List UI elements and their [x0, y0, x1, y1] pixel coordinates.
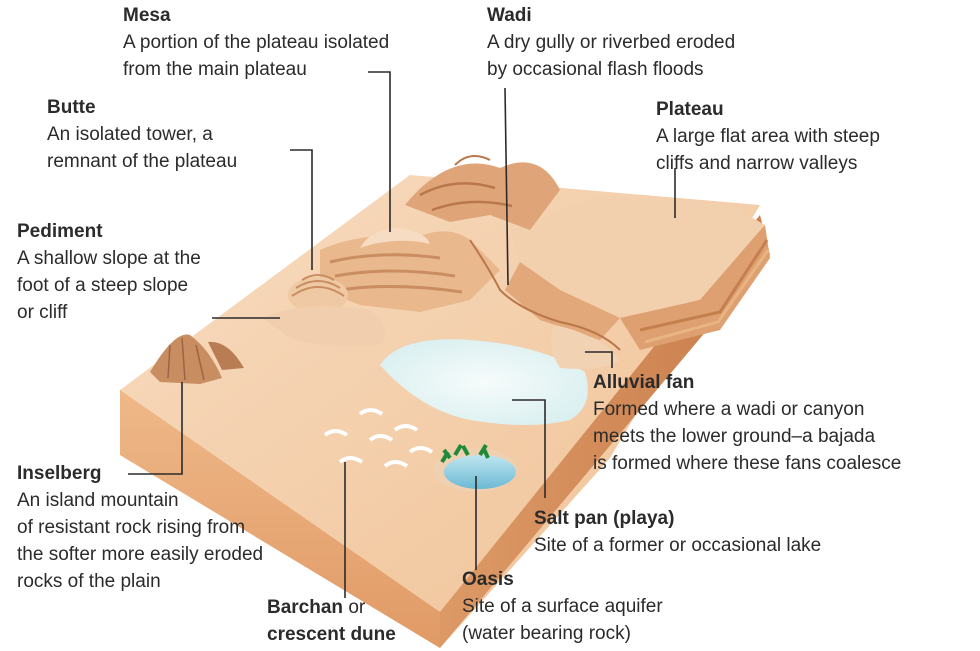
leader-butte: [290, 149, 313, 270]
oasis-title: Oasis: [462, 569, 514, 590]
label-pediment: Pediment A shallow slope at the foot of …: [17, 218, 201, 326]
label-butte: Butte An isolated tower, a remnant of th…: [47, 94, 237, 175]
barchan-dunes: [323, 408, 434, 468]
barchan-line1: Barchan or: [267, 594, 396, 621]
pediment-desc-line1: A shallow slope at the: [17, 248, 201, 269]
oasis-desc-line1: Site of a surface aquifer: [462, 596, 663, 617]
plateau-landform: [505, 195, 770, 350]
mesa-desc-line2: from the main plateau: [123, 59, 307, 80]
label-barchan: Barchan or crescent dune: [267, 594, 396, 648]
label-oasis: Oasis Site of a surface aquifer (water b…: [462, 566, 663, 647]
plateau-desc-line2: cliffs and narrow valleys: [656, 153, 858, 174]
mesa-landform: [320, 228, 500, 312]
plateau-title: Plateau: [656, 99, 724, 120]
alluvial-fan-desc-line1: Formed where a wadi or canyon: [593, 399, 865, 420]
label-mesa: Mesa A portion of the plateau isolated f…: [123, 2, 389, 83]
inselberg-landform: [150, 334, 244, 384]
salt-pan: [380, 339, 588, 425]
label-salt-pan: Salt pan (playa) Site of a former or occ…: [534, 505, 821, 559]
block-front-face: [120, 390, 440, 648]
mesa-title: Mesa: [123, 5, 171, 26]
butte-title: Butte: [47, 97, 96, 118]
pediment-title: Pediment: [17, 221, 103, 242]
alluvial-fan-desc-line3: is formed where these fans coalesce: [593, 453, 902, 474]
inselberg-desc-line4: rocks of the plain: [17, 571, 161, 592]
salt-pan-title: Salt pan (playa): [534, 508, 675, 529]
barchan-title: Barchan: [267, 597, 344, 618]
inselberg-title: Inselberg: [17, 463, 102, 484]
alluvial-fan: [551, 325, 620, 369]
oasis-desc-line2: (water bearing rock): [462, 623, 631, 644]
leader-wadi: [504, 87, 509, 286]
plateau-top: [510, 195, 765, 318]
barchan-connector: or: [348, 597, 366, 618]
butte-desc-line1: An isolated tower, a: [47, 124, 213, 145]
leader-inselberg: [128, 382, 183, 475]
barchan-title2: crescent dune: [267, 624, 396, 645]
plateau-desc-line1: A large flat area with steep: [656, 126, 880, 147]
label-plateau: Plateau A large flat area with steep cli…: [656, 96, 880, 177]
salt-pan-desc-line1: Site of a former or occasional lake: [534, 535, 822, 556]
alluvial-fan-desc-line2: meets the lower ground–a bajada: [593, 426, 876, 447]
pediment-desc-line2: foot of a steep slope: [17, 275, 189, 296]
leader-alluvial-fan: [585, 351, 613, 368]
butte-landform: [288, 274, 348, 313]
inselberg-desc-line2: of resistant rock rising from: [17, 517, 246, 538]
alluvial-fan-title: Alluvial fan: [593, 372, 695, 393]
label-inselberg: Inselberg An island mountain of resistan…: [17, 460, 263, 595]
pediment-slope: [262, 306, 386, 347]
plateau-cliff-strata: [620, 225, 770, 350]
oasis: [433, 443, 517, 492]
wadi-desc-line2: by occasional flash floods: [487, 59, 704, 80]
canyon-rocks: [405, 155, 560, 230]
wadi-channel: [469, 239, 621, 351]
pediment-desc-line3: or cliff: [17, 302, 68, 323]
wadi-desc-line1: A dry gully or riverbed eroded: [487, 32, 736, 53]
label-wadi: Wadi A dry gully or riverbed eroded by o…: [487, 2, 735, 83]
inselberg-desc-line1: An island mountain: [17, 490, 179, 511]
leader-salt-pan: [512, 399, 546, 498]
wadi-title: Wadi: [487, 5, 532, 26]
leader-mesa: [368, 71, 391, 232]
label-alluvial-fan: Alluvial fan Formed where a wadi or cany…: [593, 369, 901, 477]
inselberg-desc-line3: the softer more easily eroded: [17, 544, 264, 565]
mesa-desc-line1: A portion of the plateau isolated: [123, 32, 390, 53]
leader-lines: [128, 71, 676, 598]
butte-desc-line2: remnant of the plateau: [47, 151, 238, 172]
